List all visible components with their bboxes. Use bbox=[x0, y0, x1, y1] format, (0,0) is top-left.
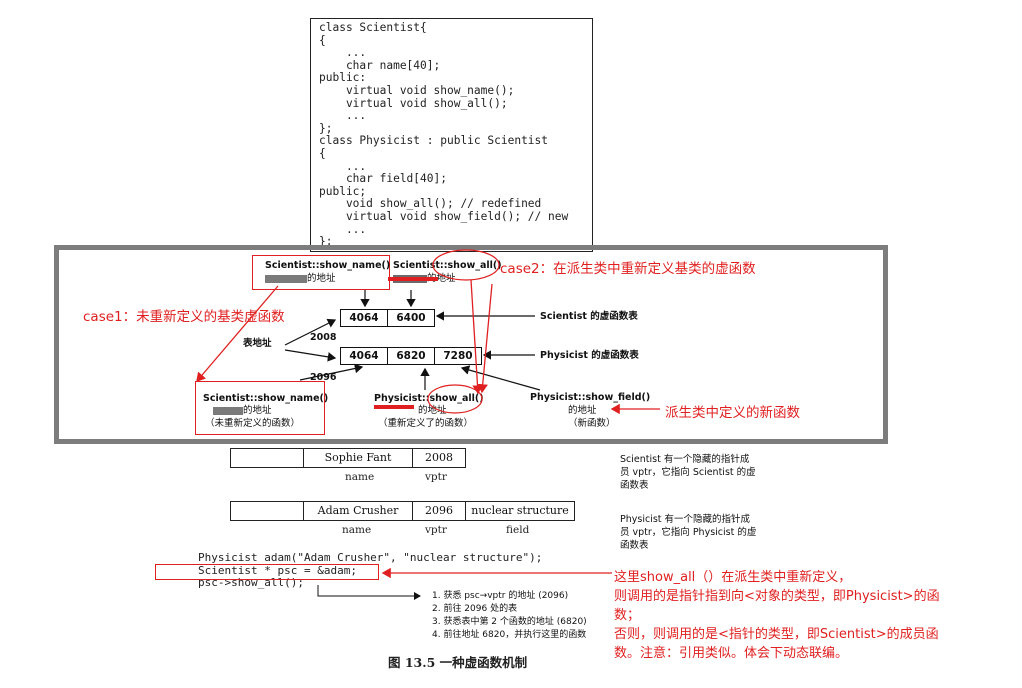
physicist-show-field-addr: 的地址 bbox=[568, 405, 597, 416]
addr-2008: 2008 bbox=[310, 332, 337, 343]
physicist-show-field: Physicist::show_field() bbox=[530, 392, 651, 403]
adam-name-label: name bbox=[342, 524, 372, 536]
scientist-show-name-addr: 的地址 bbox=[265, 273, 336, 285]
explanation-text: 这里show_all（）在派生类中重新定义， 则调用的是指针指到向<对象的类型，… bbox=[614, 570, 940, 661]
phy-vtable-label: Physicist 的虚函数表 bbox=[540, 350, 639, 361]
red-circle-show-all-top bbox=[432, 249, 500, 281]
adam-empty-cell bbox=[230, 501, 304, 521]
steps-pointer bbox=[317, 585, 421, 600]
figure-caption: 图 13.5 一种虚函数机制 bbox=[388, 655, 528, 670]
adam-field-cell: nuclear structure bbox=[465, 501, 575, 521]
new-func-annotation: 派生类中定义的新函数 bbox=[665, 405, 800, 421]
arrow-field-to-7280 bbox=[460, 365, 541, 391]
adam-name-cell: Adam Crusher bbox=[303, 501, 413, 521]
sophie-name-cell: Sophie Fant bbox=[303, 448, 413, 468]
sci-vtable-label: Scientist 的虚函数表 bbox=[540, 311, 638, 322]
scientist-show-name-top: Scientist::show_name() bbox=[265, 260, 391, 271]
arrow-table-addr-2096 bbox=[284, 349, 337, 362]
sophie-vptr-label: vptr bbox=[425, 471, 447, 483]
new-func-label: （新函数） bbox=[568, 418, 616, 429]
red-arrow-case1 bbox=[196, 285, 279, 382]
phy-vtable-cell-3: 7280 bbox=[434, 347, 482, 365]
adam-vptr-cell: 2096 bbox=[412, 501, 466, 521]
arrow-table-addr-2008 bbox=[284, 318, 337, 346]
scientist-show-all-top: Scientist::show_all() bbox=[393, 260, 502, 271]
physicist-show-all-addr: 的地址 bbox=[418, 405, 447, 416]
sophie-note: Scientist 有一个隐藏的指针成员 vptr，它指向 Scientist … bbox=[620, 454, 756, 491]
class-code-listing: class Scientist{ { ... char name[40]; pu… bbox=[310, 18, 593, 252]
sophie-name-label: name bbox=[345, 471, 375, 483]
adam-note: Physicist 有一个隐藏的指针成员 vptr，它指向 Physicist … bbox=[620, 514, 757, 551]
bottom-code-line-2: Scientist * psc = &adam; bbox=[198, 563, 357, 577]
physicist-show-all: Physicist::show_all() bbox=[374, 393, 484, 404]
sophie-vptr-cell: 2008 bbox=[412, 448, 466, 468]
arrow-bottom-to-4064 bbox=[299, 363, 364, 381]
table-addr-label: 表地址 bbox=[243, 338, 272, 349]
red-arrow-case2 bbox=[470, 279, 483, 395]
red-circle-physicist-show-all bbox=[427, 384, 483, 414]
psc-highlight-box bbox=[155, 564, 379, 580]
case2-annotation: case2：在派生类中重新定义基类的虚函数 bbox=[500, 261, 756, 277]
addr-2096: 2096 bbox=[310, 372, 337, 383]
red-underline-physicist bbox=[374, 405, 414, 409]
sophie-empty-cell bbox=[230, 448, 304, 468]
bottom-code-line-1: Physicist adam("Adam Crusher", "nuclear … bbox=[198, 551, 543, 564]
red-arrow-case2b bbox=[477, 283, 493, 394]
code-text: class Scientist{ { ... char name[40]; pu… bbox=[319, 21, 569, 249]
adam-vptr-label: vptr bbox=[425, 524, 447, 536]
sci-vtable-cell-2: 6400 bbox=[387, 309, 435, 327]
red-underline-show-all bbox=[388, 277, 438, 281]
adam-field-label: field bbox=[506, 524, 530, 536]
redefined-label: （重新定义了的函数） bbox=[378, 418, 474, 429]
scientist-show-name-bottom-addr: 的地址 bbox=[213, 405, 272, 417]
scientist-show-name-bottom-box bbox=[195, 381, 325, 435]
not-redefined-label: （未重新定义的函数） bbox=[205, 418, 301, 429]
case1-annotation: case1：未重新定义的基类虚函数 bbox=[83, 309, 285, 325]
scientist-show-name-bottom: Scientist::show_name() bbox=[203, 393, 329, 404]
vtable-diagram-frame bbox=[54, 245, 888, 444]
scientist-show-name-top-box bbox=[252, 255, 390, 290]
